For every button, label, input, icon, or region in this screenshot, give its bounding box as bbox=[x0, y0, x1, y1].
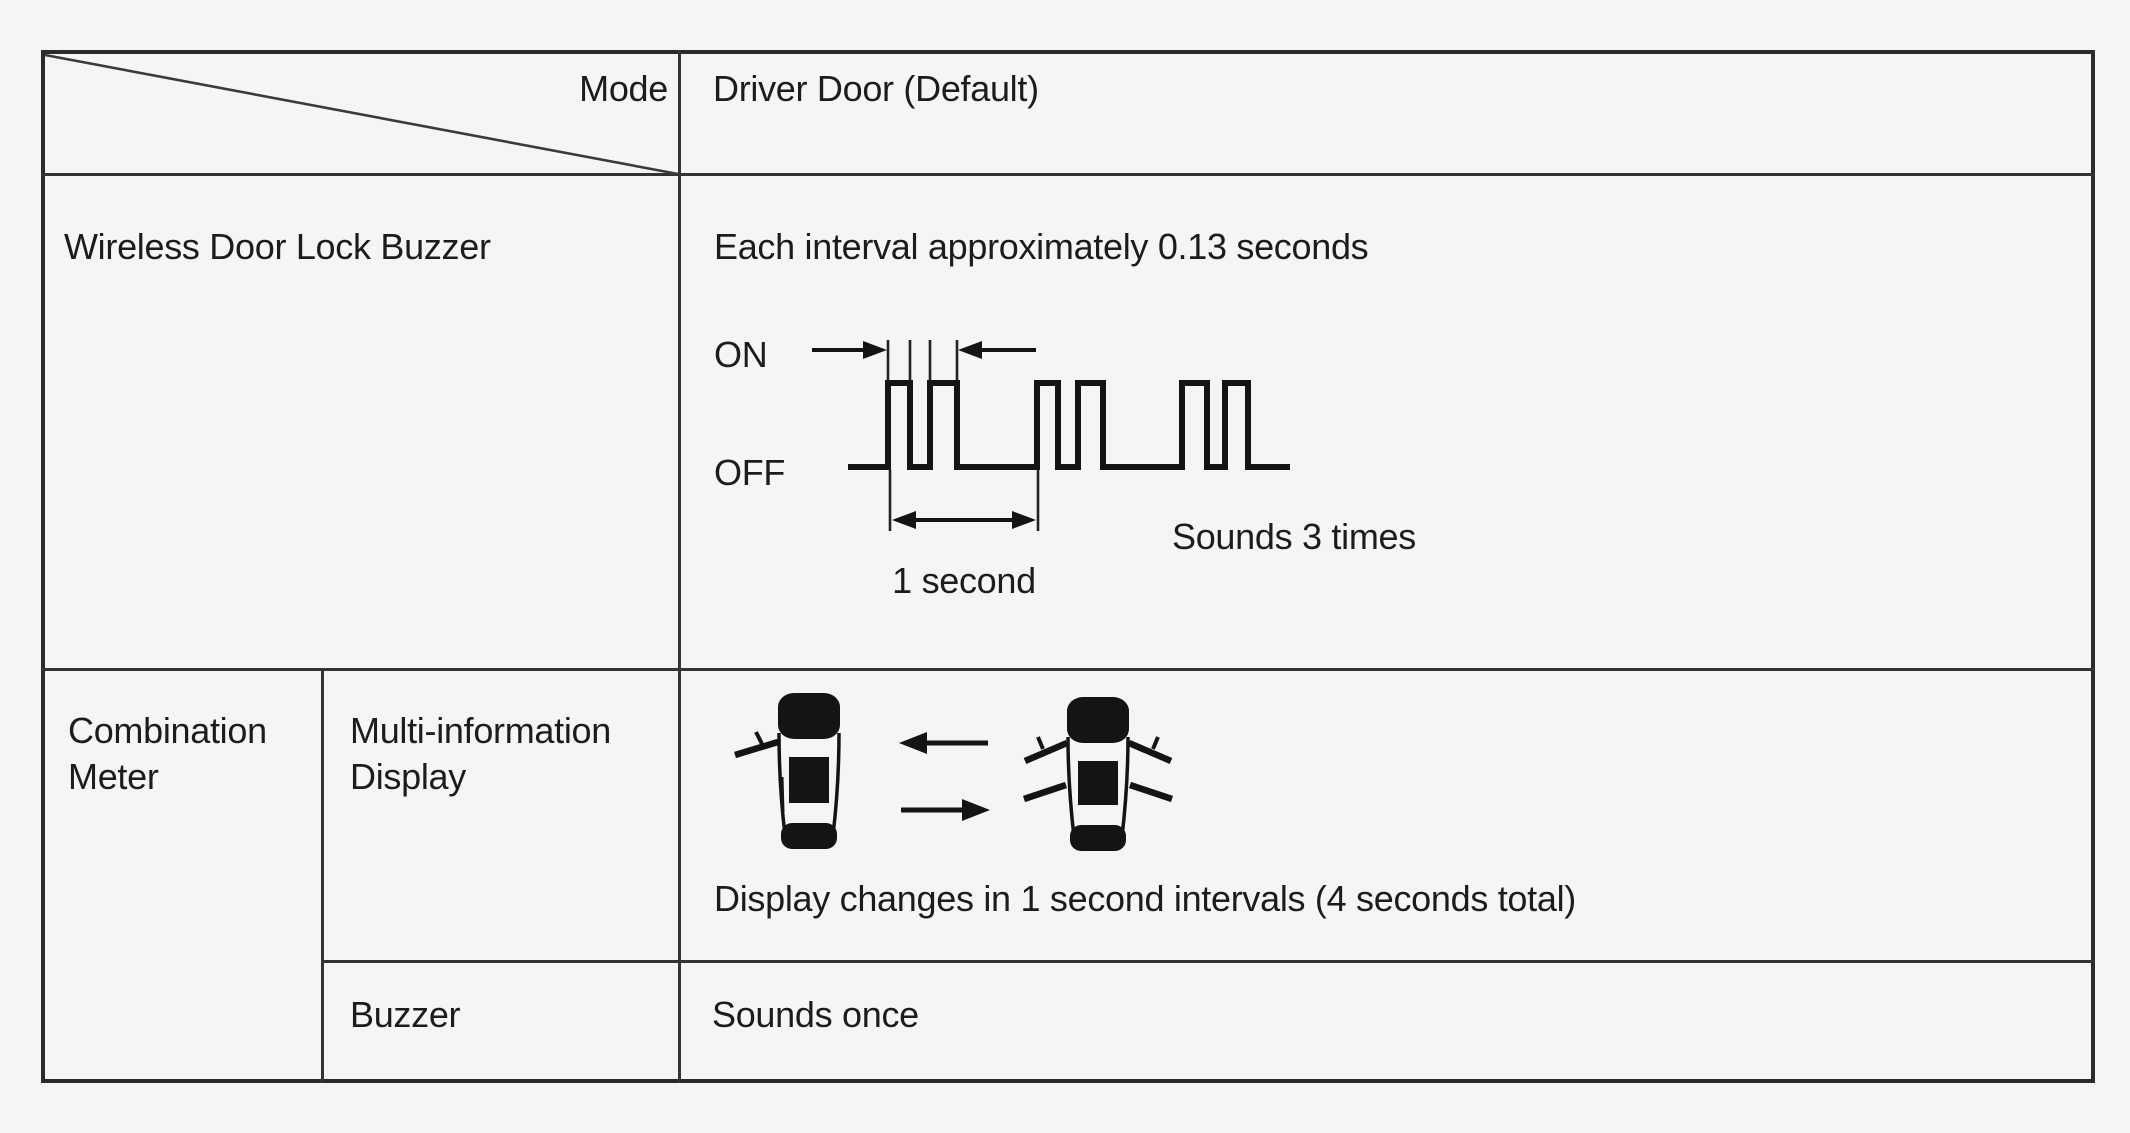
row-combination-meter-label: Combination Meter bbox=[68, 710, 267, 797]
header-diagonal-line bbox=[44, 53, 679, 176]
arrow-right-icon bbox=[901, 799, 990, 821]
header-mode-value: Driver Door (Default) bbox=[713, 68, 1039, 109]
interval-ticks bbox=[886, 340, 959, 381]
row-wireless-label: Wireless Door Lock Buzzer bbox=[64, 226, 491, 267]
buzzer-waveform-diagram bbox=[812, 340, 1290, 531]
waveform-on-label: ON bbox=[714, 334, 768, 375]
header-corner-label: Mode bbox=[579, 68, 668, 109]
row-wireless-description: Each interval approximately 0.13 seconds bbox=[714, 226, 1369, 267]
waveform-off-label: OFF bbox=[714, 452, 786, 493]
subrow-buzzer-label: Buzzer bbox=[350, 994, 461, 1035]
square-wave bbox=[848, 380, 1290, 470]
double-arrow-icon bbox=[892, 511, 1036, 529]
subrow-multi-information-label: Multi-information Display bbox=[350, 710, 611, 797]
arrow-left-icon bbox=[958, 341, 1036, 359]
car-driver-door-open-icon bbox=[734, 693, 841, 849]
subrow-buzzer-description: Sounds once bbox=[712, 994, 919, 1035]
column-divider-main bbox=[678, 50, 681, 1083]
subrow-multi-information-description: Display changes in 1 second intervals (4… bbox=[714, 878, 1576, 919]
multi-information-display-diagram bbox=[734, 693, 1174, 851]
column-divider-sub bbox=[321, 669, 324, 1083]
table-outer-border bbox=[41, 50, 2095, 1083]
waveform-result-label: Sounds 3 times bbox=[1172, 516, 1416, 557]
waveform-period-label: 1 second bbox=[892, 560, 1036, 601]
period-ticks bbox=[888, 469, 1040, 531]
row-divider-header bbox=[41, 173, 2095, 176]
arrow-right-icon bbox=[812, 341, 887, 359]
row-divider-wireless bbox=[41, 668, 2095, 671]
car-all-doors-open-icon bbox=[1022, 697, 1174, 851]
arrow-left-icon bbox=[899, 732, 988, 754]
row-divider-buzzer bbox=[321, 960, 2095, 963]
